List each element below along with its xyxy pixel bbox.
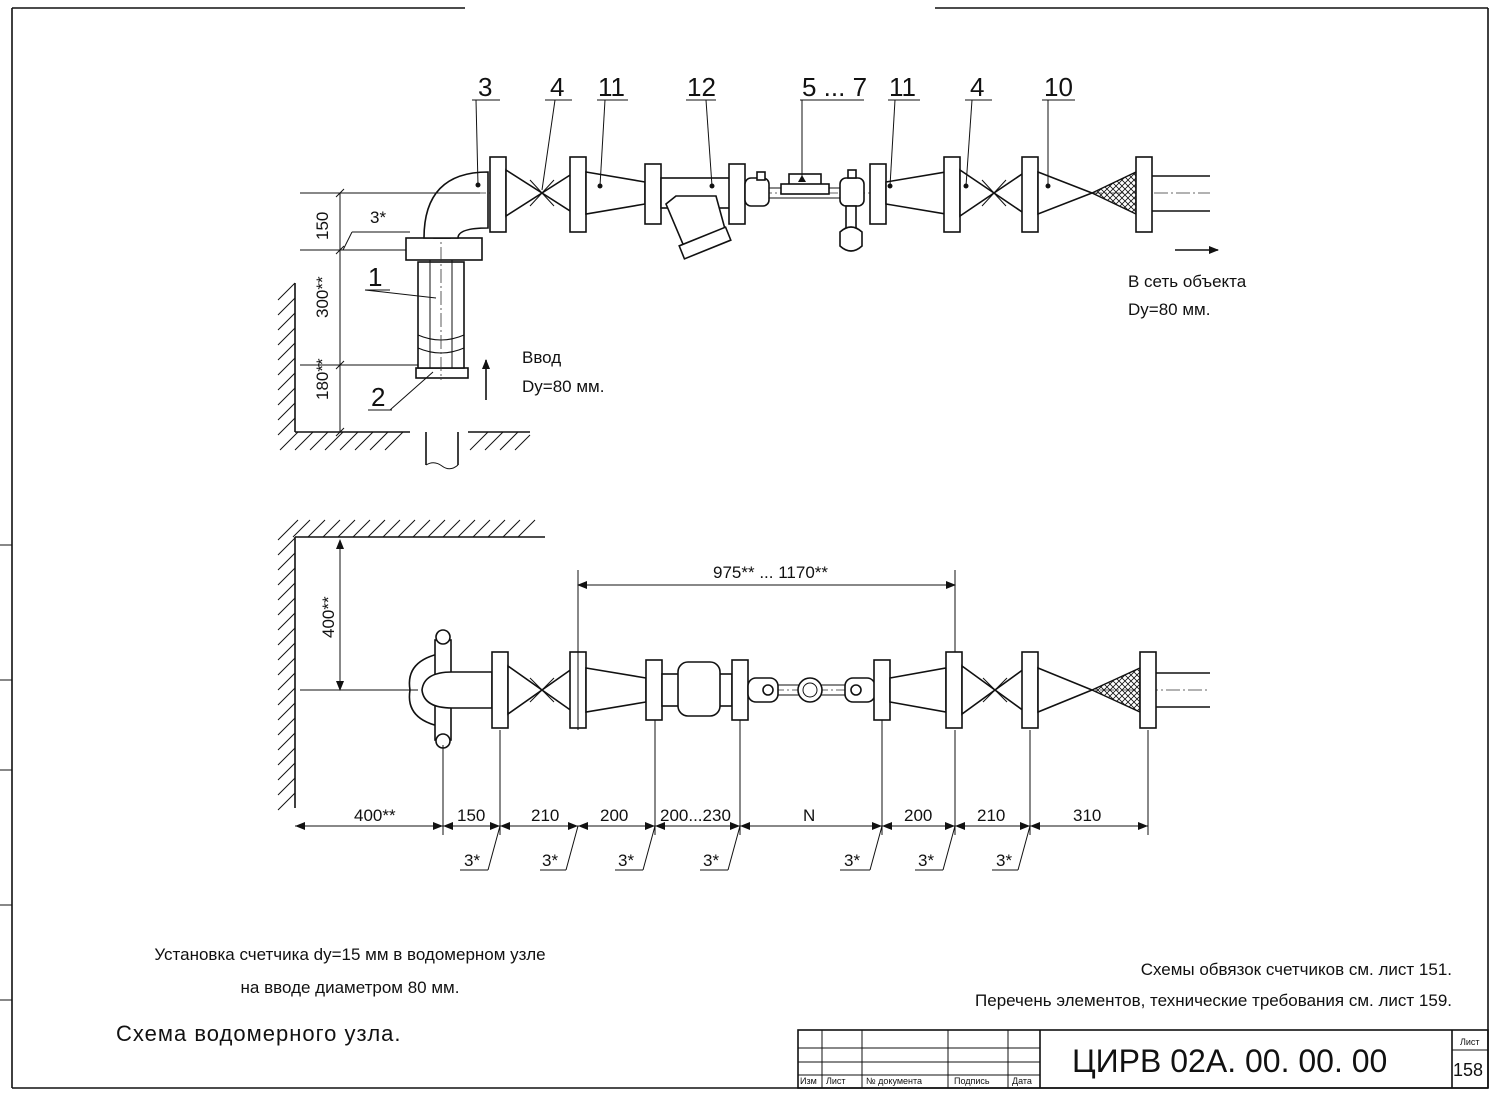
title-block (797, 1029, 1489, 1089)
callout-1: 1 (368, 262, 382, 292)
inlet-label: Ввод (522, 348, 561, 367)
overall-dimension (577, 570, 956, 730)
dim-seg-210-right: 210 (977, 806, 1005, 825)
dimension-labels-top: 150 3* 300** 180** (313, 208, 386, 400)
col-sign: Подпись (954, 1076, 990, 1086)
dim-3-star-top: 3* (370, 208, 386, 227)
dim-400-vertical: 400** (319, 596, 338, 638)
col-doc: № документа (866, 1076, 922, 1086)
title-block-text: ЦИРВ 02А. 00. 00. 00 Лист 158 Изм Лист №… (800, 1037, 1483, 1086)
gap-6: 3* (918, 851, 934, 870)
reference-note-2: Перечень элементов, технические требован… (975, 991, 1452, 1010)
dim-seg-210-left: 210 (531, 806, 559, 825)
wall-hatch-bottom (277, 519, 545, 811)
bottom-plan-view (277, 519, 1210, 871)
dim-150: 150 (313, 212, 332, 240)
dim-300: 300** (313, 276, 332, 318)
gap-2: 3* (542, 851, 558, 870)
callout-11-left: 11 (598, 72, 625, 102)
dim-seg-200-230: 200...230 (660, 806, 731, 825)
gap-1: 3* (464, 851, 480, 870)
gap-7: 3* (996, 851, 1012, 870)
main-pipeline-top (340, 156, 1210, 260)
drawing-title: Схема водомерного узла. (116, 1021, 402, 1046)
sheet-label: Лист (1460, 1037, 1480, 1047)
dim-180: 180** (313, 358, 332, 400)
dim-seg-400: 400** (354, 806, 396, 825)
document-code: ЦИРВ 02А. 00. 00. 00 (1072, 1043, 1387, 1079)
dim-seg-150: 150 (457, 806, 485, 825)
callout-11-right: 11 (889, 72, 916, 102)
chain-dimension-line (295, 720, 1149, 871)
wall-offset-dimension (300, 539, 418, 691)
gap-3: 3* (618, 851, 634, 870)
callout-12: 12 (687, 72, 716, 102)
gap-4: 3* (703, 851, 719, 870)
gap-5: 3* (844, 851, 860, 870)
dimension-labels-bottom: 975** ... 1170** 400** 400** 150 210 200… (319, 563, 1101, 870)
col-date: Дата (1012, 1076, 1032, 1086)
dim-seg-200-left: 200 (600, 806, 628, 825)
callout-4-right: 4 (970, 72, 984, 102)
dim-seg-310: 310 (1073, 806, 1101, 825)
callout-10: 10 (1044, 72, 1073, 102)
dim-overall: 975** ... 1170** (713, 563, 828, 582)
callout-leaders-top (364, 99, 1075, 411)
outlet-diameter: Dy=80 мм. (1128, 300, 1210, 319)
callout-5-7: 5 ... 7 (802, 72, 867, 102)
callout-labels-top: 3 4 11 12 5 ... 7 11 4 10 1 2 (368, 72, 1073, 412)
callout-2: 2 (371, 382, 385, 412)
callout-3: 3 (478, 72, 492, 102)
main-pipeline-bottom (330, 629, 1210, 749)
caption-line-2: на вводе диаметром 80 мм. (241, 978, 460, 997)
dim-seg-200-right: 200 (904, 806, 932, 825)
inlet-diameter: Dy=80 мм. (522, 377, 604, 396)
notes: Установка счетчика dy=15 мм в водомерном… (116, 945, 1452, 1046)
caption-line-1: Установка счетчика dy=15 мм в водомерном… (154, 945, 545, 964)
dim-seg-N: N (803, 806, 815, 825)
reference-note-1: Схемы обвязок счетчиков см. лист 151. (1141, 960, 1452, 979)
sheet-number: 158 (1453, 1060, 1483, 1080)
flow-labels: В сеть объекта Dy=80 мм. Ввод Dy=80 мм. (522, 272, 1247, 396)
outlet-label: В сеть объекта (1128, 272, 1247, 291)
top-elevation-view (277, 99, 1219, 470)
col-list: Лист (826, 1076, 846, 1086)
vertical-dimensions-top (300, 188, 480, 437)
callout-4-left: 4 (550, 72, 564, 102)
col-izm: Изм (800, 1076, 817, 1086)
